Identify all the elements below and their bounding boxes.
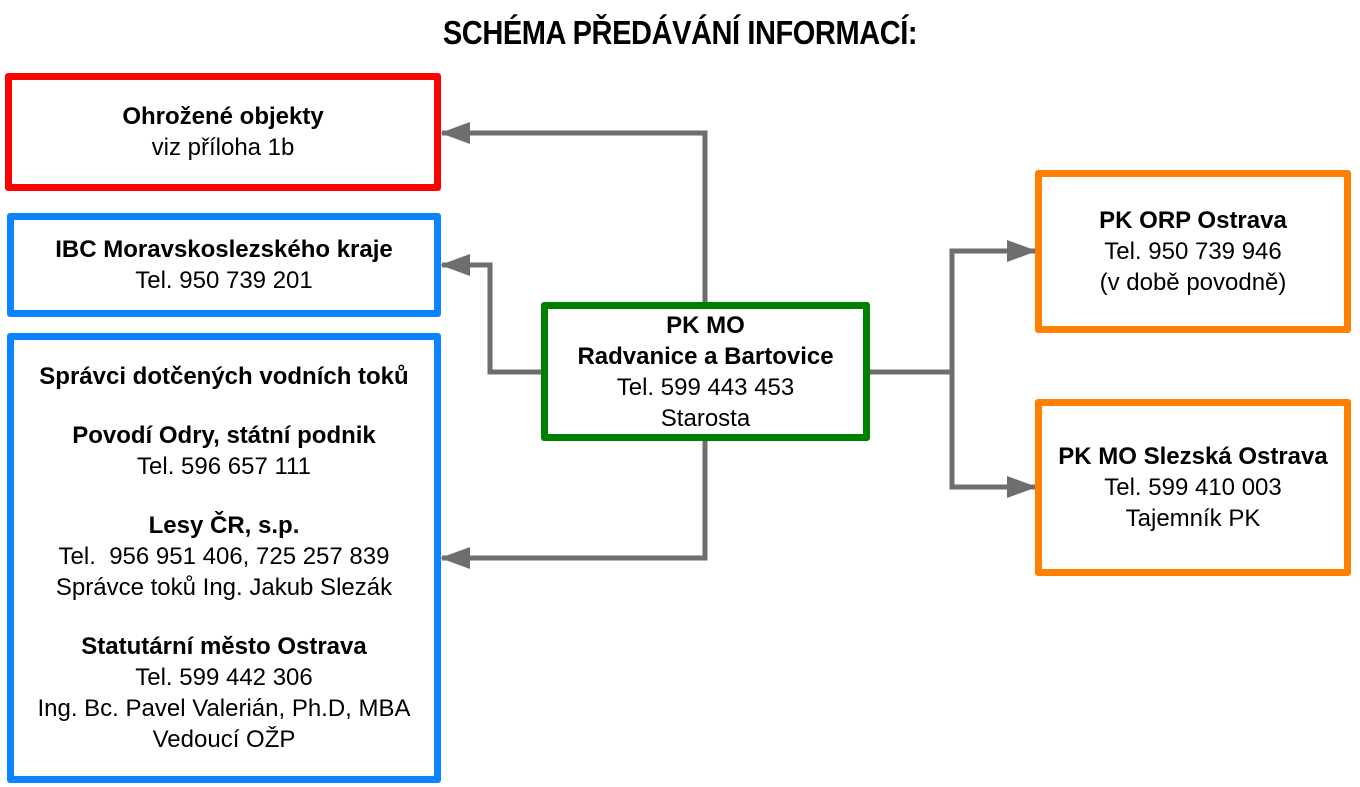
center-heading-1: PK MO: [666, 311, 745, 339]
manager-phone: Tel. 599 442 306: [135, 664, 313, 691]
manager-name: Povodí Odry, státní podnik: [72, 422, 376, 449]
arrowhead-icon: [440, 547, 470, 569]
pk-slezska-role: Tajemník PK: [1125, 505, 1261, 532]
ibc-phone: Tel. 950 739 201: [135, 267, 313, 294]
manager-contact-person: Správce toků Ing. Jakub Slezák: [55, 574, 393, 601]
pk-mo-slezska-ostrava-box: PK MO Slezská Ostrava Tel. 599 410 003 T…: [1035, 399, 1351, 576]
watercourse-managers-heading: Správci dotčených vodních toků: [39, 363, 409, 390]
pk-slezska-phone: Tel. 599 410 003: [1104, 474, 1282, 501]
pk-slezska-heading: PK MO Slezská Ostrava: [1058, 443, 1328, 470]
diagram-title: SCHÉMA PŘEDÁVÁNÍ INFORMACÍ:: [442, 14, 918, 51]
ibc-box: IBC Moravskoslezského kraje Tel. 950 739…: [7, 213, 441, 317]
pk-orp-note: (v době povodně): [1099, 269, 1287, 296]
center-heading-2: Radvanice a Bartovice: [577, 342, 834, 370]
center-role: Starosta: [660, 404, 751, 432]
arrowhead-icon: [440, 254, 470, 276]
manager-name: Statutární město Ostrava: [81, 633, 367, 660]
ibc-heading: IBC Moravskoslezského kraje: [55, 236, 393, 263]
pk-orp-phone: Tel. 950 739 946: [1104, 238, 1282, 265]
pk-orp-ostrava-box: PK ORP Ostrava Tel. 950 739 946 (v době …: [1035, 170, 1351, 333]
manager-phone: Tel. 596 657 111: [137, 453, 311, 480]
threatened-objects-note: viz příloha 1b: [151, 134, 295, 161]
threatened-objects-heading: Ohrožené objekty: [122, 103, 324, 130]
manager-role: Vedoucí OŽP: [152, 726, 296, 753]
arrowhead-icon: [1007, 476, 1037, 498]
arrow-to-ibc: [442, 262, 543, 375]
pk-orp-heading: PK ORP Ostrava: [1099, 207, 1287, 234]
center-phone: Tel. 599 443 453: [616, 373, 795, 401]
arrow-to-pk-mo-slezska-ostrava: [949, 372, 1035, 490]
threatened-objects-box: Ohrožené objekty viz příloha 1b: [5, 73, 441, 191]
arrow-to-threatened-objects: [442, 130, 708, 304]
manager-phone: Tel. 956 951 406, 725 257 839: [58, 543, 390, 570]
manager-contact-person: Ing. Bc. Pavel Valerián, Ph.D, MBA: [37, 695, 411, 722]
arrow-to-pk-orp-ostrava: [949, 248, 1035, 372]
manager-name: Lesy ČR, s.p.: [148, 512, 300, 539]
arrowhead-icon: [1007, 240, 1037, 262]
watercourse-managers-box: Správci dotčených vodních toků Povodí Od…: [7, 333, 441, 783]
center-box: PK MO Radvanice a Bartovice Tel. 599 443…: [541, 302, 870, 441]
arrow-to-watercourse-managers: [442, 440, 708, 561]
arrowhead-icon: [440, 122, 470, 144]
